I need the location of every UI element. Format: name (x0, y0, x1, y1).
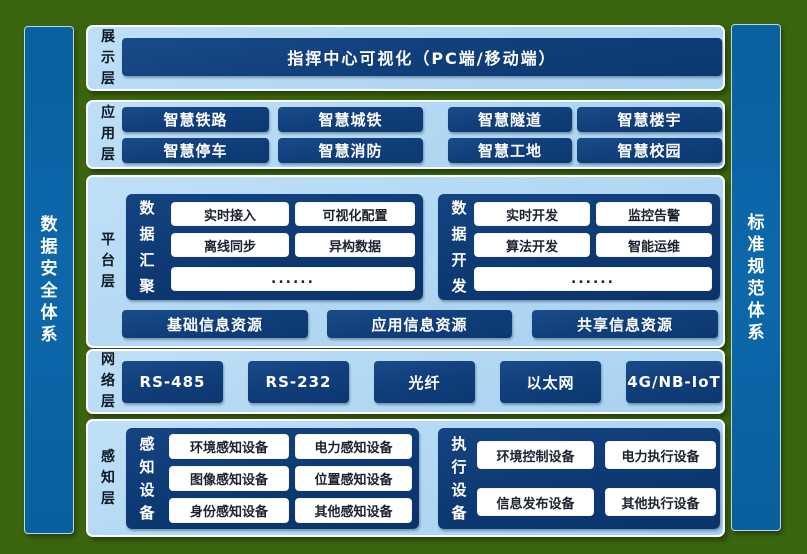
execution-box: 环境控制设备 (477, 441, 594, 469)
execution-box: 信息发布设备 (477, 488, 594, 516)
execution-box: 电力执行设备 (605, 441, 716, 469)
app-box: 智慧楼宇 (577, 107, 722, 132)
presentation-layer-panel: 展示层 指挥中心可视化（PC端/移动端） (86, 25, 725, 91)
app-box: 智慧停车 (122, 138, 269, 163)
perception-box: 电力感知设备 (295, 434, 412, 459)
data-aggregation-group: 数据汇聚 实时接入 可视化配置 离线同步 异构数据 ...... (126, 194, 423, 300)
network-box: RS-485 (122, 361, 223, 403)
platform-more-box: ...... (171, 267, 415, 291)
perception-box: 其他感知设备 (295, 498, 412, 523)
application-layer-label: 应用层 (101, 105, 115, 163)
perception-devices-group: 感知设备 环境感知设备 电力感知设备 图像感知设备 位置感知设备 身份感知设备 … (126, 428, 419, 529)
data-security-pillar-label: 数据安全体系 (40, 215, 58, 345)
perception-layer-label: 感知层 (101, 448, 115, 507)
resource-box: 基础信息资源 (122, 310, 308, 338)
perception-box: 图像感知设备 (169, 466, 289, 491)
app-box: 智慧城铁 (278, 107, 423, 132)
app-box: 智慧铁路 (122, 107, 269, 132)
data-development-label: 数据开发 (451, 199, 467, 295)
perception-box: 环境感知设备 (169, 434, 289, 459)
standards-pillar-label: 标准规范体系 (747, 212, 765, 343)
presentation-layer-label-col: 展示层 (97, 27, 119, 89)
data-security-pillar: 数据安全体系 (24, 26, 74, 534)
platform-more-box: ...... (474, 267, 712, 291)
app-box: 智慧隧道 (448, 107, 572, 132)
presentation-layer-label: 展示层 (101, 28, 115, 87)
platform-box: 可视化配置 (295, 202, 415, 226)
platform-box: 实时接入 (171, 202, 289, 226)
platform-box: 离线同步 (171, 233, 289, 257)
platform-layer-panel: 平台层 数据汇聚 实时接入 可视化配置 离线同步 异构数据 ...... 数据开… (86, 175, 725, 348)
platform-box: 实时开发 (474, 202, 590, 226)
execution-devices-label: 执行设备 (451, 434, 467, 522)
data-development-label-col: 数据开发 (438, 194, 480, 300)
standards-pillar: 标准规范体系 (731, 24, 781, 531)
app-box: 智慧消防 (278, 138, 423, 163)
platform-box: 异构数据 (295, 233, 415, 257)
app-box: 智慧工地 (448, 138, 572, 163)
perception-layer-panel: 感知层 感知设备 环境感知设备 电力感知设备 图像感知设备 位置感知设备 身份感… (86, 419, 725, 537)
network-box: 4G/NB-IoT (626, 361, 722, 403)
resource-box: 应用信息资源 (327, 310, 512, 338)
network-box: 以太网 (500, 361, 601, 403)
data-development-group: 数据开发 实时开发 监控告警 算法开发 智能运维 ...... (438, 194, 720, 300)
application-layer-label-col: 应用层 (97, 102, 119, 167)
execution-devices-group: 执行设备 环境控制设备 电力执行设备 信息发布设备 其他执行设备 (438, 428, 720, 529)
resource-box: 共享信息资源 (532, 310, 718, 338)
network-box: RS-232 (248, 361, 349, 403)
platform-box: 监控告警 (596, 202, 712, 226)
network-layer-label: 网络层 (101, 352, 115, 410)
application-layer-panel: 应用层 智慧铁路 智慧城铁 智慧隧道 智慧楼宇 智慧停车 智慧消防 智慧工地 智… (86, 100, 725, 169)
network-layer-label-col: 网络层 (97, 351, 119, 412)
platform-layer-label-col: 平台层 (97, 177, 119, 346)
perception-layer-label-col: 感知层 (97, 421, 119, 535)
data-aggregation-label: 数据汇聚 (139, 199, 155, 295)
perception-box: 身份感知设备 (169, 498, 289, 523)
platform-box: 算法开发 (474, 233, 590, 257)
network-layer-panel: 网络层 RS-485 RS-232 光纤 以太网 4G/NB-IoT (86, 349, 725, 414)
perception-box: 位置感知设备 (295, 466, 412, 491)
command-center-box: 指挥中心可视化（PC端/移动端） (122, 38, 722, 76)
execution-devices-label-col: 执行设备 (438, 428, 480, 529)
perception-devices-label: 感知设备 (139, 434, 155, 522)
execution-box: 其他执行设备 (605, 488, 716, 516)
app-box: 智慧校园 (577, 138, 722, 163)
data-aggregation-label-col: 数据汇聚 (126, 194, 168, 300)
platform-layer-label: 平台层 (101, 232, 115, 290)
platform-box: 智能运维 (596, 233, 712, 257)
perception-devices-label-col: 感知设备 (126, 428, 168, 529)
network-box: 光纤 (374, 361, 475, 403)
